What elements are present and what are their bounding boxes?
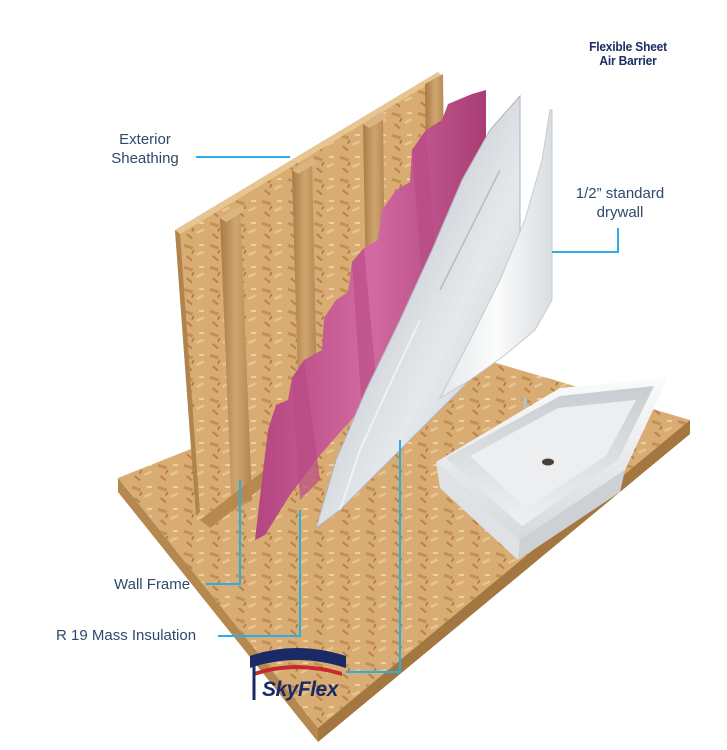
exterior-sheathing-label-line2: Sheathing <box>111 150 179 167</box>
exterior-sheathing-label: Exterior Sheathing <box>100 130 190 168</box>
air-barrier-sheet <box>315 94 521 530</box>
drywall-label-line2: drywall <box>596 204 644 221</box>
wall-frame-label: Wall Frame <box>114 576 191 593</box>
drywall-label-line1: 1/2” standard <box>575 185 665 202</box>
callout-line-insulation <box>218 510 301 637</box>
drywall-label: 1/2” standard drywall <box>560 184 680 222</box>
drywall-sheet <box>438 109 553 400</box>
air-barrier-label: Flexible Sheet Air Barrier <box>571 40 685 68</box>
air-barrier-label-line2: Air Barrier <box>599 53 657 68</box>
skyflex-logo-mark <box>250 648 346 700</box>
air-barrier-label-line1: Flexible Sheet <box>589 39 667 54</box>
callout-line-air-barrier <box>346 440 401 673</box>
callout-lines <box>196 156 619 673</box>
bathtub <box>436 378 668 560</box>
callout-line-drywall <box>552 228 619 253</box>
skyflex-logo-text: SkyFlex <box>262 678 338 701</box>
callout-line-wall-frame <box>206 480 241 585</box>
insulation-label: R 19 Mass Insulation <box>56 627 197 644</box>
exterior-sheathing-label-line1: Exterior <box>119 131 171 148</box>
